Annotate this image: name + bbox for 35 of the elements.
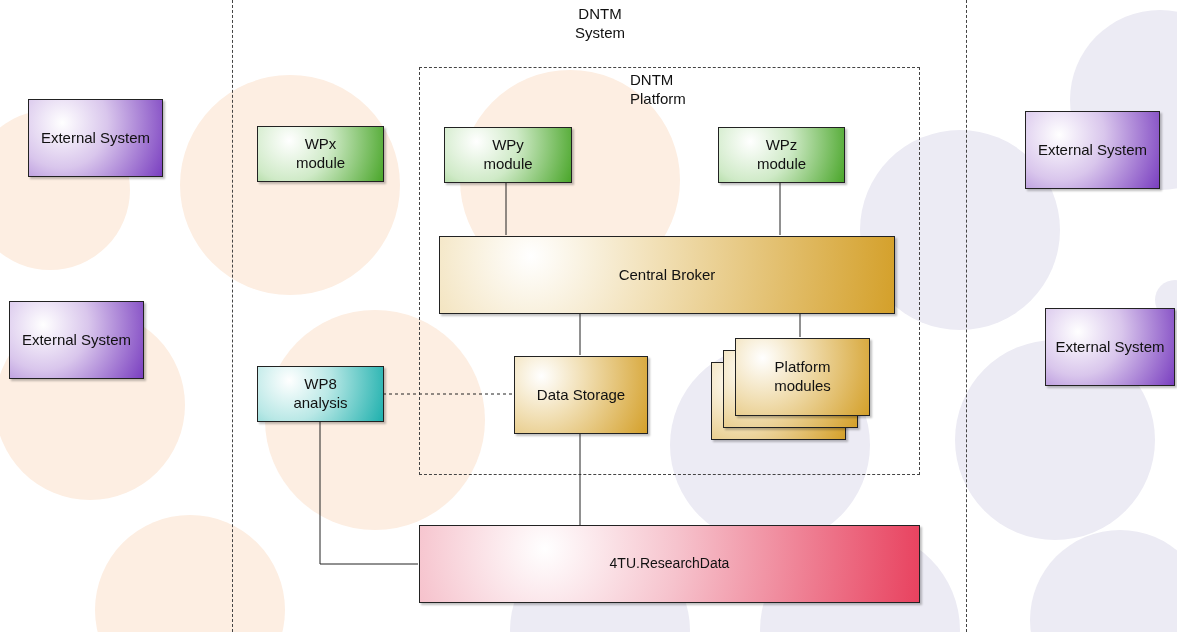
stacked-module-box [735,338,870,416]
box-label: External System [39,128,152,148]
dashed-connector [382,393,513,395]
connector [779,181,781,236]
box-label: External System [1036,140,1149,160]
module-box [444,127,572,183]
external-system-box [9,301,144,379]
connector [579,312,581,356]
box-label: WPx module [294,135,347,173]
connector [505,181,507,236]
box-label: External System [20,330,133,350]
repository-box [419,525,920,603]
module-box [257,126,384,182]
analysis-box [257,366,384,422]
box-label: Central Broker [617,265,717,285]
group-title: DNTM Platform [630,71,687,109]
connector [319,421,419,565]
external-system-box [28,99,163,177]
box-label: WP8 analysis [292,375,349,413]
box-label: Data Storage [535,385,627,405]
box-label: External System [1054,337,1166,357]
system-region [232,0,967,632]
module-box [718,127,845,183]
component-box [514,356,648,434]
connector [579,432,581,526]
external-system-box [1025,111,1160,189]
region-title: DNTM System [574,5,626,43]
connector [799,312,801,338]
box-label: WPz module [755,136,808,174]
box-label: 4TU.ResearchData [608,555,731,573]
platform-group [419,67,920,475]
box-label: WPy module [482,136,534,174]
component-box [439,236,895,314]
external-system-box [1045,308,1175,386]
box-label: Platform modules [773,358,832,396]
